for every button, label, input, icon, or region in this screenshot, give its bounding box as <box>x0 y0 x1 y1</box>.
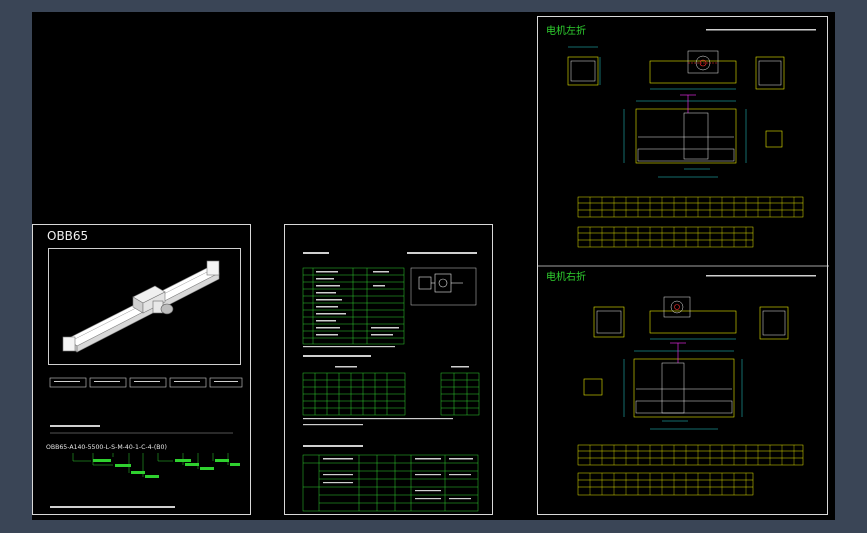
cad-canvas[interactable]: OBB65 <box>32 12 835 520</box>
sheet-motor-fold-drawings: 电机左折 电机右折 <box>537 16 829 515</box>
sheet-specifications <box>284 224 493 515</box>
sheet-title: OBB65 <box>47 229 89 243</box>
sheet-product-overview: OBB65 <box>32 224 251 515</box>
product-image-frame <box>48 248 241 365</box>
section-title-right: 电机右折 <box>546 272 586 283</box>
linear-module-drawing-icon <box>538 29 829 496</box>
variant-thumbnails <box>49 377 243 508</box>
product-3d-view-icon <box>62 260 220 353</box>
model-code: OBB65-A140-5500-L-S-M-40-1-C-4-(B0) <box>46 444 167 451</box>
motor-icon <box>418 273 463 293</box>
section-title-left: 电机左折 <box>546 26 586 37</box>
spec-tables <box>302 252 480 512</box>
